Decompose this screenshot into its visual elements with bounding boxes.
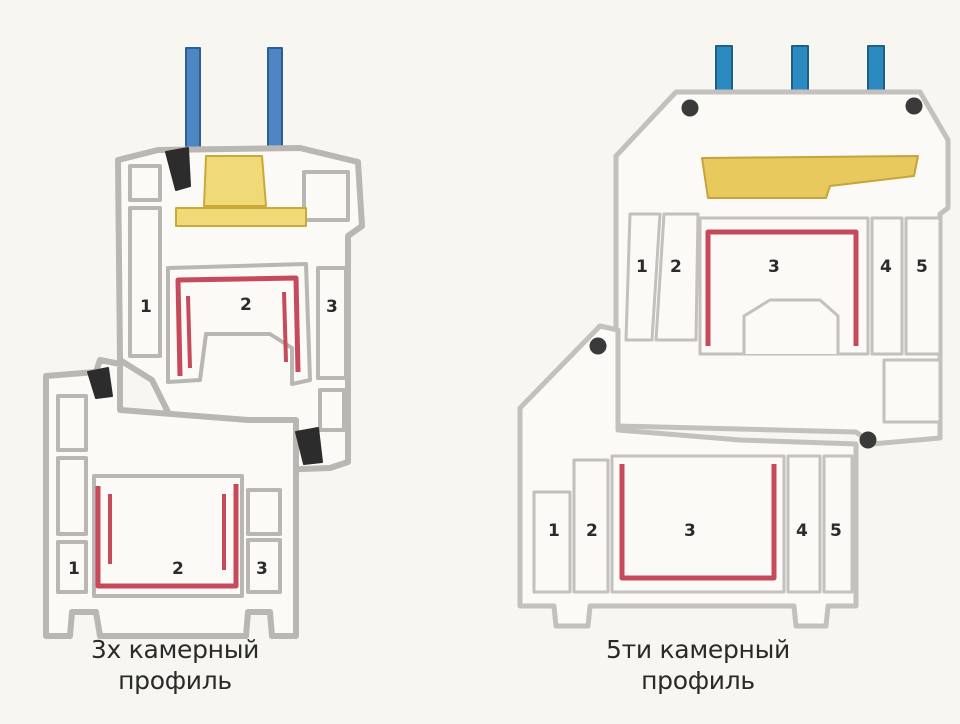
seal bbox=[859, 431, 877, 449]
seal bbox=[295, 427, 323, 465]
glass-bead bbox=[175, 207, 307, 227]
reinforcement-bottom-inner bbox=[108, 494, 226, 570]
chamber-label: 4 bbox=[796, 521, 808, 541]
chamber-top-1 bbox=[624, 212, 662, 342]
caption-five-chamber: 5ти камерный профиль bbox=[588, 634, 808, 696]
chamber-top-5 bbox=[904, 216, 942, 356]
chamber-top-2 bbox=[166, 262, 312, 386]
seal bbox=[589, 337, 607, 355]
chamber-label: 2 bbox=[172, 559, 184, 579]
chamber-label: 1 bbox=[636, 257, 648, 277]
chamber-label: 1 bbox=[548, 521, 560, 541]
chamber-bottom-2 bbox=[572, 458, 610, 594]
reinforcement-bottom bbox=[95, 484, 239, 589]
three-chamber-profile: 1 2 3 1 2 3 bbox=[43, 47, 365, 639]
reinforcement-top bbox=[175, 275, 301, 377]
seal bbox=[87, 367, 113, 399]
chamber-bottom-5 bbox=[822, 454, 854, 594]
small-chamber bbox=[56, 394, 88, 452]
inner-notch bbox=[742, 298, 840, 354]
seal bbox=[905, 97, 923, 115]
small-chamber bbox=[318, 388, 346, 432]
caption-line: 5ти камерный bbox=[606, 635, 790, 664]
chamber-label: 3 bbox=[256, 559, 268, 579]
chamber-bottom-3 bbox=[610, 454, 786, 594]
seal bbox=[165, 147, 191, 191]
glass-spacer bbox=[203, 155, 267, 207]
chamber-label: 3 bbox=[326, 297, 338, 317]
chamber-top-3 bbox=[316, 266, 348, 380]
chamber-label: 5 bbox=[916, 257, 928, 277]
seal bbox=[681, 99, 699, 117]
small-chamber bbox=[128, 164, 162, 202]
chamber-top-1 bbox=[128, 206, 162, 358]
chamber-label: 5 bbox=[830, 521, 842, 541]
chamber-label: 2 bbox=[586, 521, 598, 541]
chamber-top-2 bbox=[654, 212, 700, 342]
caption-line: профиль bbox=[641, 666, 755, 695]
caption-three-chamber: 3х камерный профиль bbox=[70, 634, 280, 696]
caption-line: профиль bbox=[118, 666, 232, 695]
glass-spacer bbox=[701, 155, 919, 199]
chamber-label: 1 bbox=[68, 559, 80, 579]
chamber-label: 3 bbox=[768, 257, 780, 277]
chamber-bottom-1 bbox=[56, 540, 88, 594]
chamber-label: 2 bbox=[670, 257, 682, 277]
chamber-bottom-2 bbox=[92, 474, 244, 598]
reinforcement-bottom bbox=[619, 464, 777, 581]
chamber-bottom-4 bbox=[786, 454, 822, 594]
small-chamber bbox=[56, 456, 88, 536]
chamber-bottom-1 bbox=[532, 490, 572, 594]
chamber-top-4 bbox=[870, 216, 904, 356]
five-chamber-profile: 1 2 3 4 5 1 2 3 4 5 bbox=[517, 45, 951, 629]
chamber-label: 3 bbox=[684, 521, 696, 541]
reinforcement-top-inner bbox=[186, 291, 288, 369]
chamber-label: 4 bbox=[880, 257, 892, 277]
small-chamber bbox=[246, 488, 282, 536]
small-chamber bbox=[882, 358, 942, 424]
caption-line: 3х камерный bbox=[90, 635, 260, 664]
reinforcement-top bbox=[705, 229, 859, 346]
small-chamber bbox=[302, 170, 350, 222]
chamber-label: 2 bbox=[240, 295, 252, 315]
chamber-bottom-3 bbox=[246, 538, 282, 594]
chamber-label: 1 bbox=[140, 297, 152, 317]
